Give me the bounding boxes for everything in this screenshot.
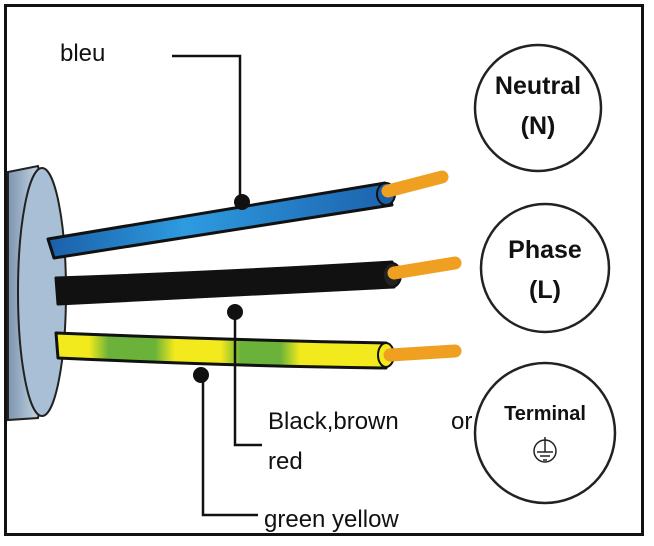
blue-wire-conductor	[381, 170, 449, 198]
black-wire	[54, 260, 396, 306]
blue-leader-line	[172, 54, 242, 200]
earth-wire-label: green yellow	[264, 506, 399, 533]
neutral-title: Neutral	[495, 72, 581, 100]
phase-leader-line	[233, 312, 262, 447]
earth-leader-line	[201, 375, 258, 517]
neutral-terminal: Neutral (N)	[473, 43, 603, 173]
blue-wire-label: bleu	[60, 40, 106, 67]
blue-leader-dot	[234, 194, 250, 210]
earth-wire-conductor	[383, 344, 462, 362]
earth-terminal: Terminal	[473, 361, 617, 505]
earth-leader-dot	[193, 367, 209, 383]
phase-symbol: (L)	[529, 276, 561, 304]
phase-wire-label-line1: Black,brown	[268, 408, 399, 435]
neutral-symbol: (N)	[521, 112, 556, 140]
earth-title: Terminal	[504, 403, 586, 425]
diagram-border	[4, 4, 644, 536]
phase-title: Phase	[508, 236, 582, 264]
black-wire-conductor	[387, 256, 462, 280]
earth-wire	[54, 331, 388, 370]
blue-wire	[46, 181, 394, 260]
phase-wire-label-or: or	[451, 408, 473, 435]
phase-terminal: Phase (L)	[479, 202, 611, 334]
phase-leader-dot	[227, 304, 243, 320]
phase-wire-label-line2: red	[268, 448, 303, 475]
earth-ground-icon	[533, 437, 557, 463]
